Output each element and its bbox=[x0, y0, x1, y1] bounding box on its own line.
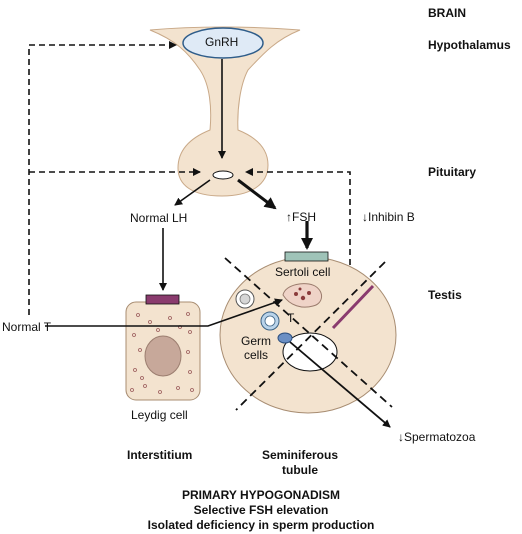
seminiferous-label-line1: Seminiferous bbox=[261, 448, 339, 462]
region-pituitary: Pituitary bbox=[428, 165, 477, 179]
diagram-caption: PRIMARY HYPOGONADISM Selective FSH eleva… bbox=[111, 488, 411, 533]
germ-cells-label-line2: cells bbox=[243, 348, 268, 362]
region-brain: BRAIN bbox=[428, 6, 466, 20]
hypothalamus-pituitary-gland bbox=[149, 26, 301, 197]
germ-cells-label: Germ cells bbox=[236, 334, 276, 362]
lh-receptor bbox=[145, 294, 180, 305]
testosterone-to-sertoli-arrow bbox=[45, 298, 283, 327]
sertoli-cell-label: Sertoli cell bbox=[275, 265, 331, 279]
gnrh-label: GnRH bbox=[205, 35, 239, 49]
caption-line2: Isolated deficiency in sperm production bbox=[147, 518, 375, 532]
inhibin-feedback-pituitary bbox=[245, 168, 351, 265]
tubule-lumen bbox=[282, 332, 338, 372]
fsh-secretion-arrow bbox=[237, 178, 277, 210]
spermatozoa-output-arrow bbox=[289, 341, 391, 428]
germ-cell-outer-nucleus bbox=[239, 293, 251, 305]
lh-label: Normal LH bbox=[130, 211, 188, 225]
leydig-cell-label: Leydig cell bbox=[131, 408, 188, 422]
t-label: T bbox=[287, 311, 295, 325]
testosterone-feedback-hypothalamus bbox=[28, 41, 177, 315]
sertoli-cell-body bbox=[282, 283, 322, 308]
leydig-granules bbox=[130, 312, 194, 394]
lesion-cross-line-2 bbox=[235, 261, 386, 411]
germ-cell-spermatid bbox=[277, 332, 293, 344]
germ-cell-spermatocyte-nucleus bbox=[264, 315, 276, 327]
germ-cells-label-line1: Germ bbox=[241, 334, 271, 348]
gnrh-neuron bbox=[182, 27, 264, 59]
pituitary-cell bbox=[212, 170, 234, 180]
testosterone-label: Normal T bbox=[2, 320, 52, 334]
fsh-receptor bbox=[284, 251, 329, 262]
lh-secretion-arrow bbox=[174, 179, 211, 206]
region-testis: Testis bbox=[428, 288, 462, 302]
caption-title: PRIMARY HYPOGONADISM bbox=[181, 488, 340, 502]
leydig-nucleus bbox=[144, 335, 182, 377]
sertoli-granules bbox=[294, 287, 311, 301]
lesion-cross-line-1 bbox=[224, 257, 393, 408]
interstitium-label: Interstitium bbox=[127, 448, 193, 462]
seminiferous-label-line2: tubule bbox=[282, 463, 318, 477]
seminiferous-tubule-label: Seminiferous tubule bbox=[250, 448, 350, 478]
spermatozoa-label: ↓Spermatozoa bbox=[398, 430, 476, 444]
inhibin-label: ↓Inhibin B bbox=[362, 210, 415, 224]
region-hypothalamus: Hypothalamus bbox=[428, 38, 511, 52]
fsh-label: ↑FSH bbox=[286, 210, 316, 224]
inhibin-secretion-band bbox=[331, 284, 375, 330]
caption-line1: Selective FSH elevation bbox=[193, 503, 329, 517]
